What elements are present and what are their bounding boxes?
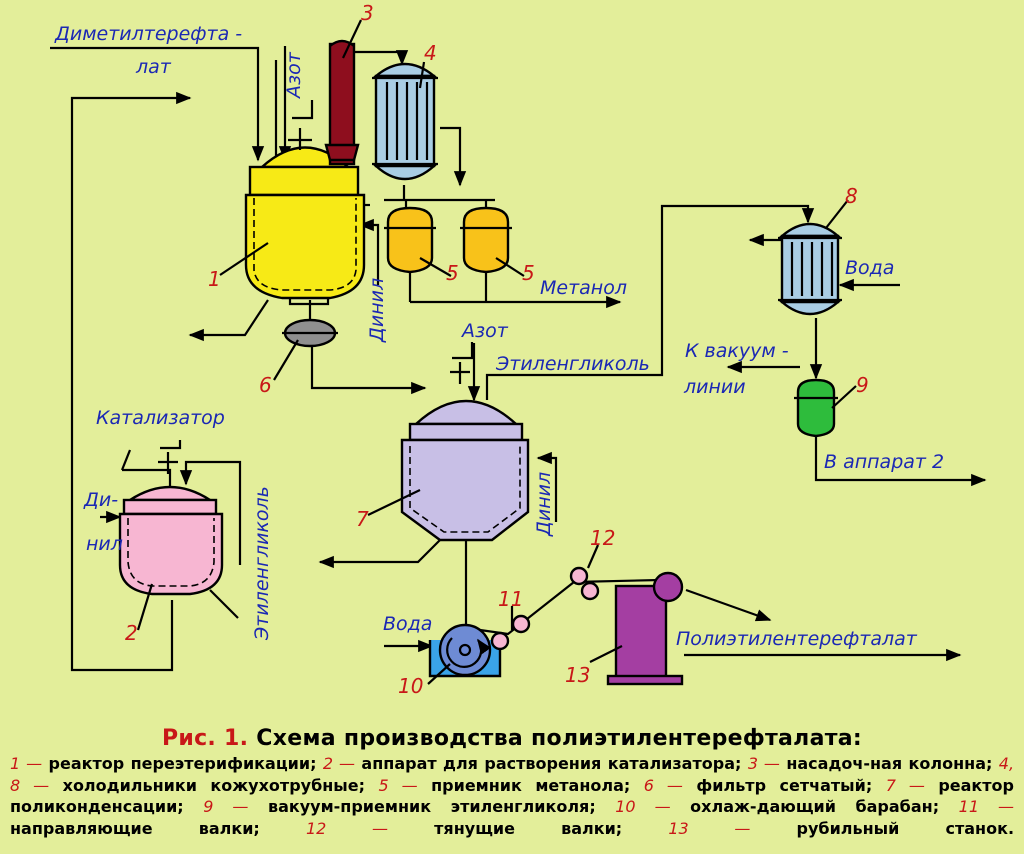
legend-text-3: насадоч-ная колонна; — [779, 754, 999, 773]
num-10: 10 — [398, 674, 423, 698]
label-dinil-7: Динил — [533, 472, 555, 537]
label-vacuum-2: линии — [683, 376, 746, 398]
reactor-7-polycondensation — [400, 342, 530, 542]
caption-title: Рис. 1. Схема производства полиэтилентер… — [10, 726, 1014, 751]
label-catalyst: Катализатор — [96, 407, 225, 429]
vacuum-receiver-9 — [794, 378, 838, 438]
num-5a: 5 — [446, 261, 459, 285]
pipelines — [50, 46, 987, 672]
legend-text-5: приемник метанола; — [417, 775, 644, 795]
legend-num-11: 11 — — [958, 797, 1015, 816]
packed-column-3 — [324, 39, 360, 166]
methanol-receiver-5b — [460, 206, 512, 274]
label-methanol: Метанол — [540, 277, 627, 299]
label-dinil-2a: Ди- — [83, 489, 118, 511]
label-dmt-2: лат — [135, 56, 172, 78]
legend-num-10: 10 — — [615, 797, 671, 816]
legend-text-4-8: холодильники кожухотрубные; — [49, 775, 379, 795]
num-3: 3 — [361, 1, 374, 25]
mesh-filter-6 — [282, 318, 338, 348]
legend-text-2: аппарат для растворения катализатора; — [355, 754, 748, 773]
cooling-drum-10 — [428, 623, 502, 678]
pull-rolls-12 — [569, 566, 600, 601]
num-4: 4 — [424, 41, 437, 65]
legend-num-5: 5 — — [378, 775, 418, 795]
legend-num-9: 9 — — [203, 797, 249, 816]
label-to-apparatus: В аппарат 2 — [824, 451, 944, 473]
legend-num-1: 1 — — [10, 754, 43, 773]
legend-num-13: 13 — — [668, 818, 751, 838]
legend-text-11: направляющие валки; — [10, 818, 306, 838]
legend-num-3: 3 — — [747, 754, 780, 773]
num-6: 6 — [259, 373, 272, 397]
figure-title: Схема производства полиэтилентерефталата… — [256, 726, 863, 751]
label-water-bottom: Вода — [383, 613, 432, 635]
legend-num-7: 7 — — [885, 775, 925, 795]
label-pet-output: Полиэтилентерефталат — [676, 628, 918, 650]
num-5b: 5 — [522, 261, 535, 285]
label-dinil-1: Динил — [366, 278, 388, 343]
num-12: 12 — [590, 526, 615, 550]
num-9: 9 — [856, 373, 869, 397]
num-2: 2 — [125, 621, 138, 645]
production-scheme-diagram: Диметилтерефта - лат Азот Метанол Динил … — [50, 1, 987, 698]
legend-text-12: тянущие валки; — [388, 818, 669, 838]
catalyst-dissolver-2 — [118, 440, 224, 596]
label-eg-top: Этиленгликоль — [495, 353, 650, 375]
methanol-receiver-5a — [384, 206, 436, 274]
legend-text-10: охлаж-дающий барабан; — [670, 797, 959, 816]
cooler-4 — [372, 62, 438, 181]
legend-text-7: реактор поликонденсации; — [10, 775, 1014, 817]
label-eg-left: Этиленгликоль — [251, 486, 273, 641]
label-dmt-1: Диметилтерефта - — [54, 23, 242, 45]
num-1: 1 — [208, 267, 221, 291]
label-vacuum-1: К вакуум - — [685, 340, 789, 362]
label-nitrogen-top: Азот — [283, 51, 305, 100]
legend-num-12: 12 — — [305, 818, 389, 838]
legend-text-9: вакуум-приемник этиленгликоля; — [248, 797, 616, 816]
legend-text-1: реактор переэтерификации; — [42, 754, 323, 773]
figure-caption: Рис. 1. Схема производства полиэтилентер… — [10, 726, 1014, 839]
legend-num-2: 2 — — [322, 754, 356, 773]
legend-text-13: рубильный станок. — [750, 818, 1015, 838]
num-13: 13 — [565, 663, 590, 687]
callout-numbers: 1 2 3 4 5 5 6 7 8 9 10 11 12 13 — [125, 1, 869, 698]
chopping-machine-13 — [606, 571, 684, 686]
figure-number: Рис. 1. — [161, 726, 249, 751]
legend-text-6: фильтр сетчатый; — [682, 775, 886, 795]
caption-legend: 1 — реактор переэтерификации; 2 — аппара… — [10, 753, 1014, 839]
num-8: 8 — [845, 184, 858, 208]
label-water-top: Вода — [845, 257, 894, 279]
reactor-1-transesterification — [244, 100, 366, 306]
num-11: 11 — [498, 587, 523, 611]
legend-num-6: 6 — — [643, 775, 683, 795]
cooler-8 — [778, 222, 842, 316]
diagram-labels: Диметилтерефта - лат Азот Метанол Динил … — [54, 23, 944, 650]
num-7: 7 — [356, 507, 369, 531]
legend-num-4-8: 4, 8 — — [10, 754, 1015, 795]
label-dinil-2b: нил — [86, 533, 123, 555]
label-nitrogen-mid: Азот — [460, 320, 509, 342]
